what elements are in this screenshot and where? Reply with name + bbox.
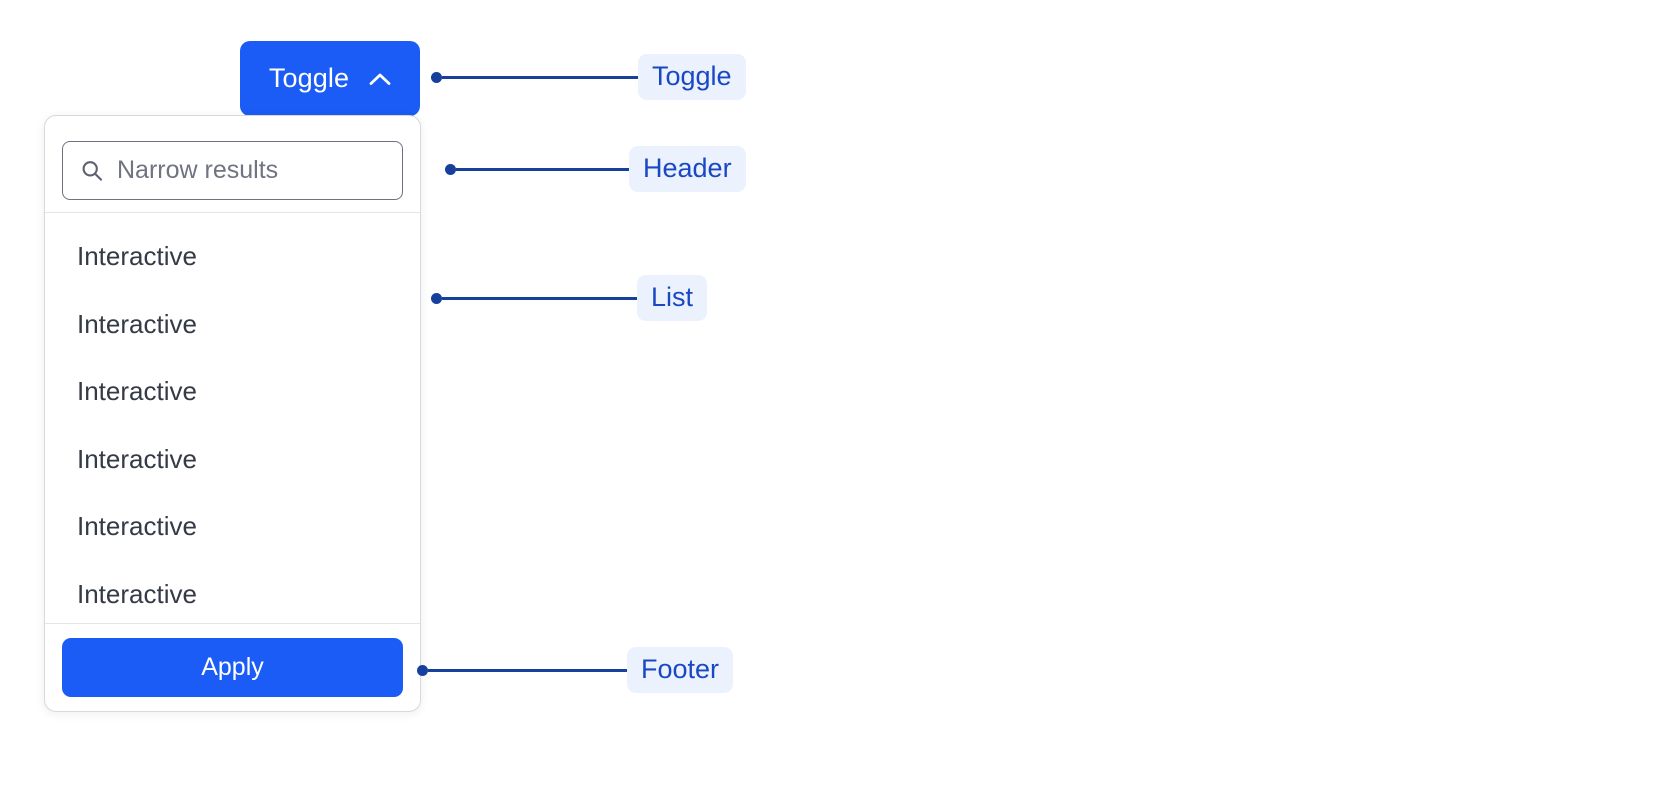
list-item[interactable]: Interactive (45, 426, 420, 494)
annotation-label-header: Header (629, 145, 746, 193)
toggle-button[interactable]: Toggle (240, 41, 420, 116)
annotation-dot (417, 664, 428, 676)
panel-header (45, 116, 420, 213)
list-item[interactable]: Interactive (45, 493, 420, 561)
list-item-label: Interactive (77, 241, 197, 272)
list-item[interactable]: Interactive (45, 291, 420, 359)
panel-footer: Apply (45, 623, 420, 711)
search-field[interactable] (62, 141, 403, 200)
dropdown-panel: Interactive Interactive Interactive Inte… (44, 115, 421, 712)
list-item-label: Interactive (77, 376, 197, 407)
list-item-label: Interactive (77, 308, 197, 339)
annotation-line (442, 75, 638, 79)
toggle-button-label: Toggle (268, 63, 350, 93)
list-item-label: Interactive (77, 511, 197, 542)
annotation-label-list: List (637, 274, 708, 322)
search-input[interactable] (117, 142, 402, 199)
apply-button[interactable]: Apply (62, 638, 403, 697)
list-item-label: Interactive (77, 443, 197, 474)
annotation-label-footer: Footer (627, 646, 734, 694)
list-item-label: Interactive (77, 578, 197, 609)
list-item[interactable]: Interactive (45, 223, 420, 291)
annotation-dot (445, 163, 456, 175)
annotation-dot (431, 71, 442, 83)
annotation-line (456, 167, 629, 171)
list-item[interactable]: Interactive (45, 358, 420, 426)
annotation-label-toggle: Toggle (638, 53, 746, 101)
chevron-up-icon (369, 72, 391, 86)
annotation-line (442, 296, 637, 300)
annotation-line (428, 668, 627, 672)
apply-button-label: Apply (201, 653, 264, 681)
list-item[interactable]: Interactive (45, 561, 420, 624)
annotation-dot (431, 292, 442, 304)
panel-list: Interactive Interactive Interactive Inte… (45, 213, 420, 623)
